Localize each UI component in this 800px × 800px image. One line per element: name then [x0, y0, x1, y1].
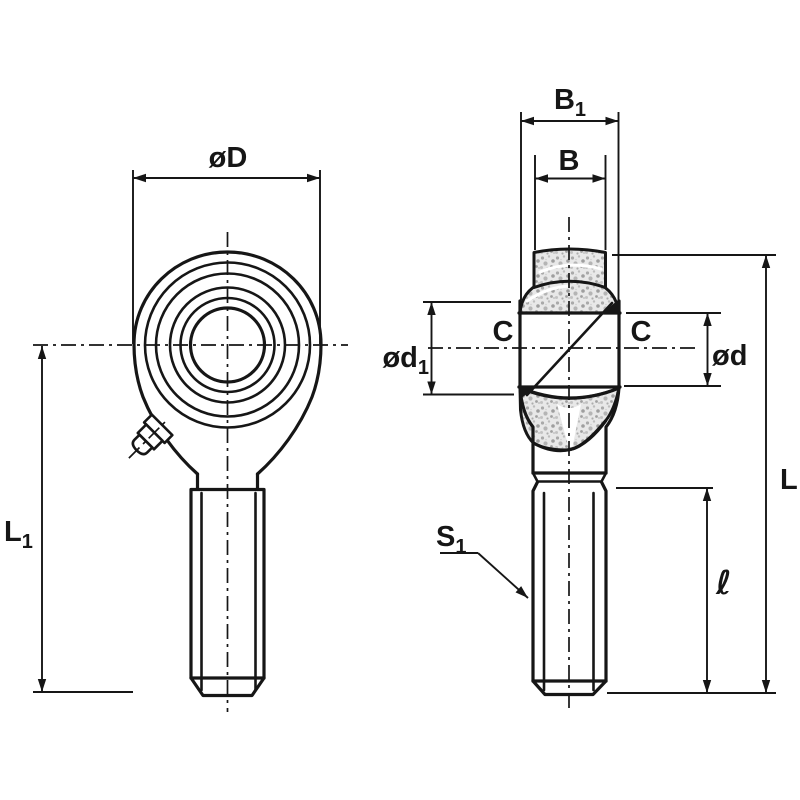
- dimension-B1: B1: [520, 84, 620, 300]
- dimension-phi-d: ød: [624, 312, 747, 387]
- side-view: B1 B ød1 ød C C ℓ: [382, 84, 798, 712]
- dimension-B: B: [534, 145, 607, 250]
- dimension-phi-d1: ød1: [382, 301, 514, 396]
- staked-corner-bottom-left: [520, 387, 537, 399]
- label-C-left: C: [493, 316, 514, 348]
- housing-cap-section: [532, 247, 607, 289]
- staked-corner-top-right: [602, 299, 619, 313]
- front-view: øD L1: [4, 142, 348, 712]
- grease-fitting: [128, 413, 174, 459]
- label-ell: ℓ: [715, 563, 732, 602]
- label-phi-d: ød: [712, 340, 747, 372]
- dimension-L: L: [612, 254, 798, 693]
- threaded-shank-side: [531, 480, 608, 697]
- label-B: B: [559, 145, 580, 177]
- dimension-ell: ℓ: [607, 487, 776, 694]
- grease-fitting-centerline: [128, 419, 168, 459]
- dimension-L1: L1: [4, 346, 133, 693]
- label-L: L: [780, 464, 798, 496]
- label-L1: L1: [4, 516, 33, 553]
- label-B1: B1: [554, 84, 586, 121]
- label-C-right: C: [631, 316, 652, 348]
- neck: [195, 472, 260, 491]
- dimension-phi-D: øD: [132, 142, 321, 344]
- callout-S1: S1: [436, 521, 529, 599]
- label-phi-D: øD: [209, 142, 248, 174]
- label-S1: S1: [436, 521, 466, 558]
- label-phi-d1: ød1: [382, 342, 429, 379]
